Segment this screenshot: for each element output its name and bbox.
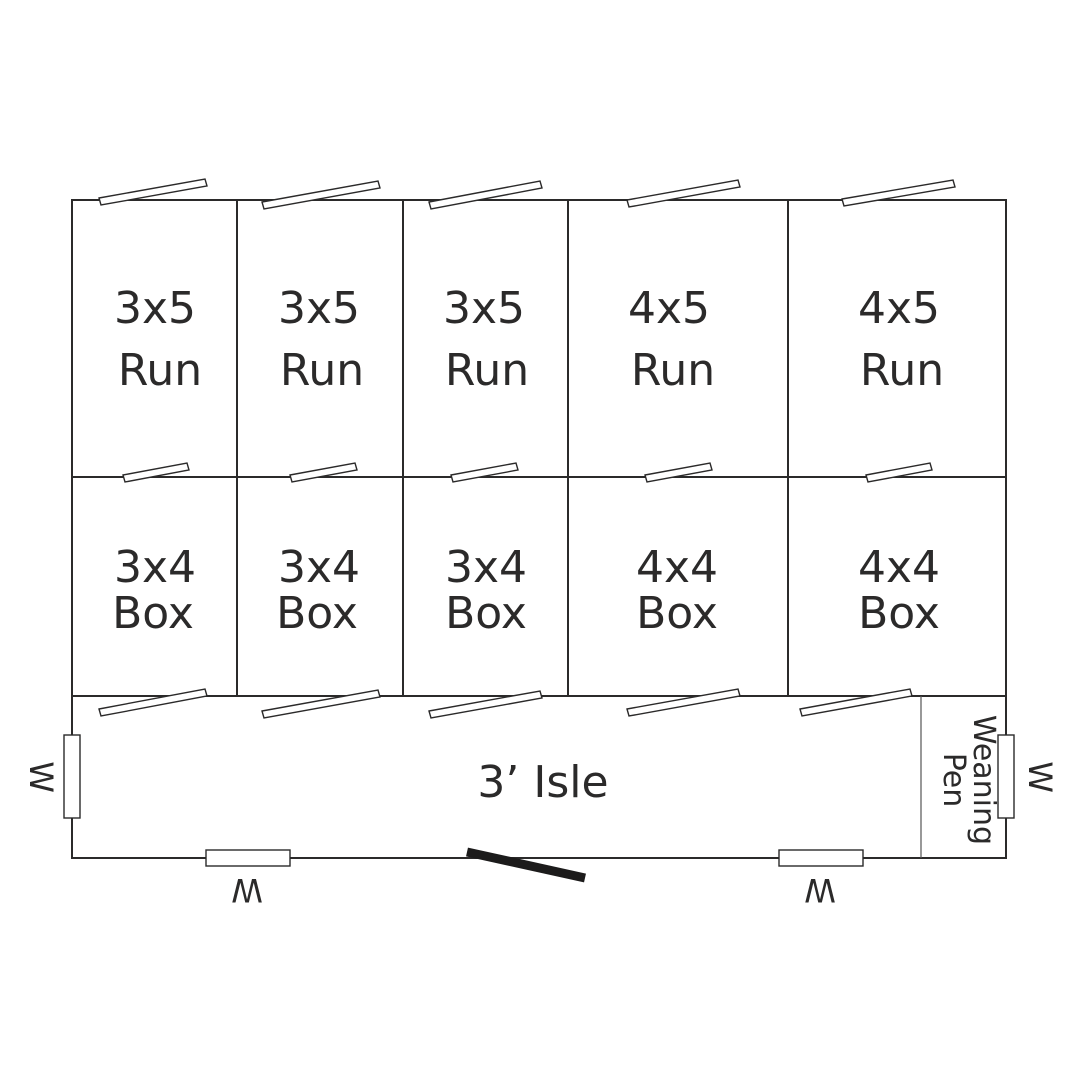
run-gate-4 (626, 179, 741, 208)
window-label-left: W (22, 761, 60, 793)
box-type-4: Box (636, 588, 718, 639)
box-door-1 (98, 688, 208, 717)
main-entrance-door (466, 847, 586, 883)
run-type-2: Run (280, 345, 364, 396)
box-type-2: Box (276, 588, 358, 639)
run-gate-1 (98, 178, 208, 206)
box-run-door-2 (289, 462, 358, 483)
run-gate-5 (841, 179, 956, 207)
box-run-door-5 (865, 462, 933, 483)
window-label-right-group: W (1021, 761, 1059, 793)
weaning-pen-line2: Pen (936, 753, 971, 808)
window-label-bottom-right: W (804, 871, 836, 909)
run-size-4: 4x5 (628, 283, 710, 334)
window-label-left-group: W (22, 761, 60, 793)
box-door-5 (799, 688, 913, 717)
run-gate-2 (261, 180, 381, 210)
box-size-3: 3x4 (445, 542, 527, 593)
box-door-3 (428, 690, 543, 719)
box-run-door-1 (122, 462, 190, 483)
box-run-door-3 (450, 462, 519, 483)
box-door-4 (626, 688, 741, 717)
box-size-4: 4x4 (636, 542, 718, 593)
window-bottom-right (778, 849, 864, 867)
box-door-2 (261, 689, 381, 719)
weaning-pen-label: Weaning Pen (936, 715, 1001, 845)
box-run-door-4 (644, 462, 713, 483)
window-right (997, 734, 1015, 819)
run-type-3: Run (445, 345, 529, 396)
run-type-1: Run (118, 345, 202, 396)
window-label-right: W (1021, 761, 1059, 793)
run-size-5: 4x5 (858, 283, 940, 334)
window-label-bottom-left: W (231, 871, 263, 909)
window-label-bottom-left-group: W (231, 871, 263, 909)
box-size-1: 3x4 (114, 542, 196, 593)
run-type-5: Run (860, 345, 944, 396)
run-size-3: 3x5 (443, 283, 525, 334)
box-size-2: 3x4 (278, 542, 360, 593)
box-size-5: 4x4 (858, 542, 940, 593)
aisle-label: 3’ Isle (477, 757, 608, 808)
run-gate-3 (428, 180, 543, 210)
box-type-1: Box (112, 588, 194, 639)
window-label-bottom-right-group: W (804, 871, 836, 909)
box-type-3: Box (445, 588, 527, 639)
run-type-4: Run (631, 345, 715, 396)
window-left (63, 734, 81, 819)
weaning-pen-line1: Weaning (966, 715, 1001, 845)
outer-wall (71, 199, 1007, 859)
box-type-5: Box (858, 588, 940, 639)
window-bottom-left (205, 849, 291, 867)
run-size-2: 3x5 (278, 283, 360, 334)
run-size-1: 3x5 (114, 283, 196, 334)
